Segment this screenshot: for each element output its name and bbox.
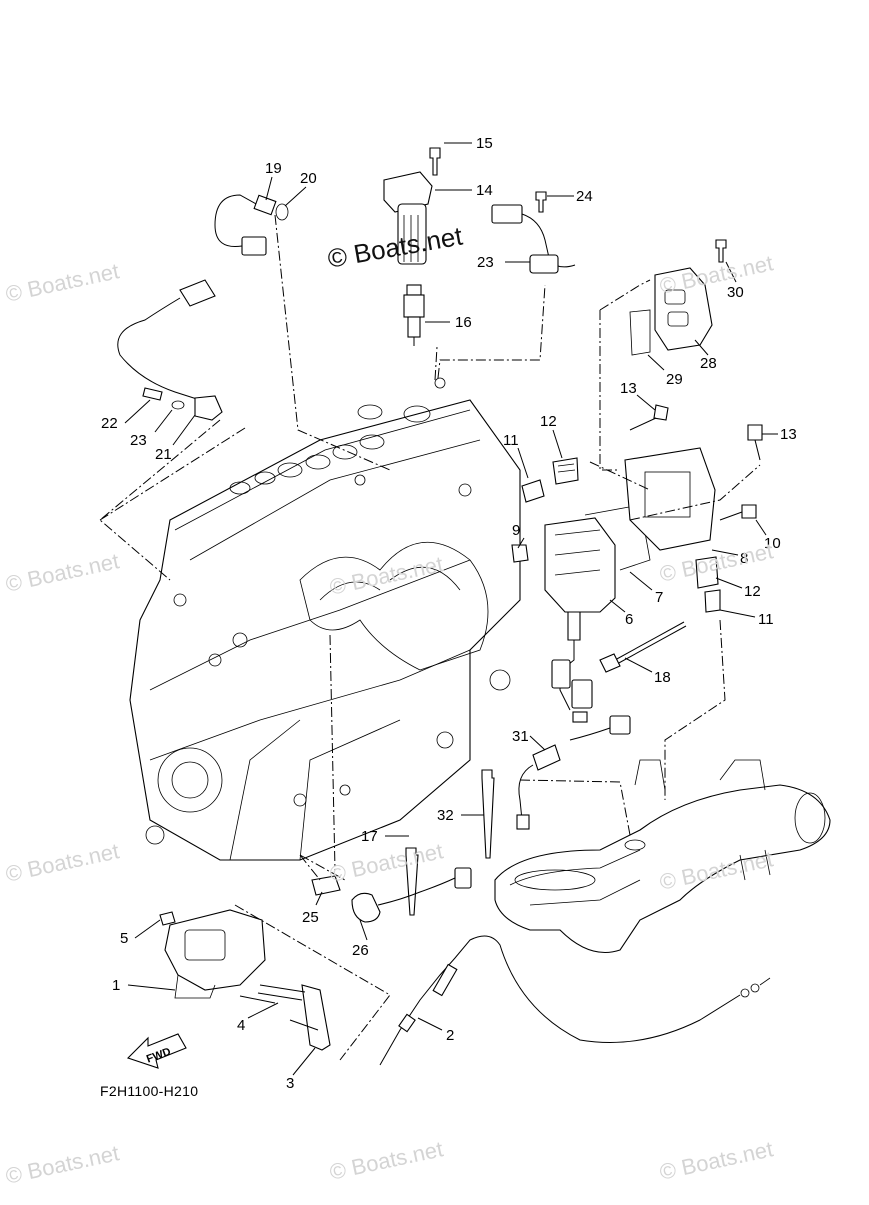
sensor-19 — [214, 194, 289, 256]
callout-19: 19 — [265, 160, 282, 177]
callout-23: 23 — [130, 432, 147, 449]
callout-20: 20 — [300, 170, 317, 187]
callout-16: 16 — [455, 314, 472, 331]
callout-25: 24 — [576, 188, 593, 205]
callout-13a: 12 — [540, 413, 557, 430]
engine-block — [129, 377, 521, 861]
callout-17: 17 — [361, 828, 378, 845]
throttle-cable — [379, 935, 771, 1066]
cam-sensor — [491, 191, 576, 274]
ecu-module — [544, 447, 716, 723]
callout-26: 25 — [302, 909, 319, 926]
throttle-lever-assembly — [159, 909, 331, 1051]
callout-21: 21 — [155, 446, 172, 463]
callout-15: 15 — [476, 135, 493, 152]
callout-14: 14 — [476, 182, 493, 199]
callout-numbers: 15 14 24 23 16 19 20 30 28 29 22 23 21 1… — [101, 135, 797, 1092]
fasteners — [511, 404, 763, 613]
leader-lines — [124, 142, 778, 1076]
callout-2: 2 — [446, 1027, 454, 1044]
cable-ties — [405, 769, 495, 916]
callout-29: 29 — [666, 371, 683, 388]
callout-24: 23 — [477, 254, 494, 271]
temperature-sensor — [516, 715, 631, 830]
callout-9: 9 — [512, 522, 520, 539]
knock-sensor — [311, 867, 472, 923]
oxygen-sensor — [117, 279, 223, 421]
forward-arrow-icon: FWD — [126, 1033, 187, 1069]
callout-30: 30 — [727, 284, 744, 301]
callout-18: 18 — [654, 669, 671, 686]
callout-4: 4 — [237, 1017, 245, 1034]
callout-10: 10 — [764, 535, 781, 552]
callout-11a: 11 — [503, 432, 519, 449]
spark-plug — [403, 284, 425, 346]
callout-8: 8 — [740, 550, 748, 567]
callout-13b: 12 — [744, 583, 761, 600]
callout-28: 28 — [700, 355, 717, 372]
callout-3: 3 — [286, 1075, 294, 1092]
callout-12b: 13 — [780, 426, 797, 443]
exhaust-manifold — [494, 759, 831, 954]
callout-12a: 13 — [620, 380, 637, 397]
callout-31: 31 — [512, 728, 529, 745]
ignition-coil — [383, 147, 441, 265]
callout-27: 26 — [352, 942, 369, 959]
callout-5: 5 — [120, 930, 128, 947]
reference-lines — [99, 214, 761, 1061]
callout-6: 6 — [625, 611, 633, 628]
long-bolt — [599, 621, 687, 673]
throttle-body — [629, 239, 727, 356]
callout-11b: 11 — [758, 611, 774, 628]
callout-7: 7 — [655, 589, 663, 606]
callout-32: 32 — [437, 807, 454, 824]
diagram-code: F2H1100-H210 — [100, 1083, 199, 1099]
callout-1: 1 — [112, 977, 120, 994]
callout-22: 22 — [101, 415, 118, 432]
